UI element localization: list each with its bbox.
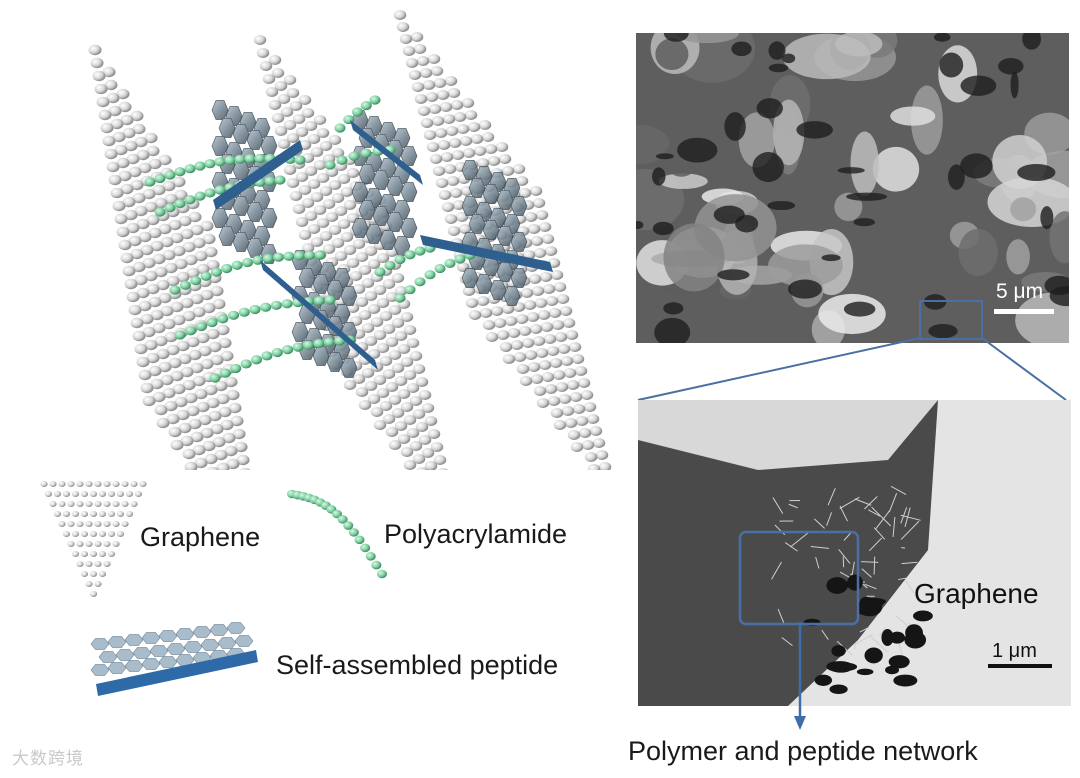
peptide-legend-icon: [90, 622, 258, 696]
scale-label-bottom: 1 μm: [992, 640, 1037, 662]
polymer-chain-7: [324, 145, 396, 170]
sem-image-top: [636, 33, 1069, 343]
scale-bar-top: [994, 309, 1054, 314]
peptide-ribbon-1: [213, 140, 303, 210]
polymer-chain-6: [334, 95, 381, 133]
hex-layer-3: [461, 160, 528, 306]
peptide-hex-layers: [211, 100, 528, 378]
peptide-ribbons: [213, 120, 553, 370]
graphene-sheet-1: [88, 44, 251, 470]
graphene-sheets: [88, 10, 612, 470]
watermark-text: 大数跨境: [12, 749, 84, 769]
network-caption: Polymer and peptide network: [628, 736, 978, 766]
zoom-region-box: [919, 300, 983, 340]
scale-bar-bottom: [988, 664, 1052, 668]
polymer-chain-4: [174, 295, 336, 340]
legend-peptide-label: Self-assembled peptide: [276, 650, 559, 680]
schematic-illustration: [88, 10, 612, 470]
zoom-connector-lines: [637, 337, 1067, 401]
network-arrow: [794, 622, 806, 730]
hex-layer-4: [291, 250, 358, 378]
polymer-chain-3: [169, 250, 326, 295]
polymer-chain-9: [394, 250, 476, 303]
peptide-ribbon-4: [260, 260, 378, 370]
graphene-legend-icon: [40, 481, 147, 597]
legend-polyacrylamide-label: Polyacrylamide: [384, 519, 568, 549]
sem-graphene-label: Graphene: [914, 578, 1039, 609]
legend-graphene-label: Graphene: [140, 522, 261, 552]
sem-image-bottom: [638, 400, 1071, 706]
peptide-ribbon-3: [420, 235, 553, 272]
peptide-ribbon-2: [350, 120, 423, 185]
scale-label-top: 5 μm: [996, 280, 1044, 303]
polymer-chains: [144, 95, 476, 383]
polyacrylamide-legend-icon: [287, 489, 387, 579]
peptide-ribbon-shape: [96, 650, 258, 696]
